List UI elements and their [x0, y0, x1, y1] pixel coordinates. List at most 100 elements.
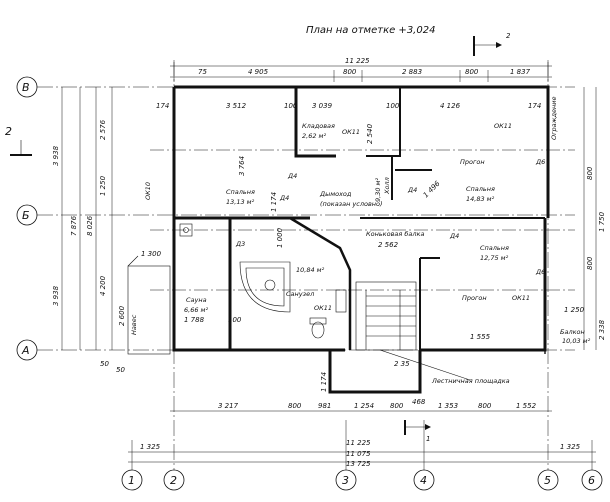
axis-col-1: 1	[128, 474, 135, 487]
column-axes: 1 2 3 4 5 6	[121, 60, 603, 491]
dim-in-15: 100	[284, 102, 298, 110]
door-d6-2: Д6	[535, 268, 545, 276]
dim-bot-8: 800	[478, 402, 492, 410]
dim-left-2600: 2 600	[118, 305, 126, 326]
room-storage-name: Кладовая	[302, 122, 335, 130]
room-balcony-name: Балкон	[560, 328, 585, 336]
dim-left-1788: 1 788	[184, 316, 205, 324]
axis-col-6: 6	[588, 474, 595, 487]
dim-in-1: 3 512	[226, 102, 247, 110]
room-bed1-area: 13,13 м²	[226, 198, 255, 206]
dim-in-14: 174	[528, 102, 541, 110]
dim-top-4: 800	[465, 68, 479, 76]
room-chimney-note: (показан условно)	[320, 200, 383, 208]
dim-in-11: 1 496	[422, 179, 442, 199]
axis-col-4: 4	[420, 474, 427, 487]
dim-right-4: 1 250	[564, 306, 585, 314]
dim-in-17: 100	[228, 316, 242, 324]
door-d6-1: Д6	[535, 158, 545, 166]
bath-fixtures	[179, 223, 347, 339]
section-label-bottom: 1	[426, 435, 430, 443]
room-hall-area: 9,30 м²	[374, 178, 382, 202]
dim-left-7876: 7 876	[70, 215, 78, 236]
room-bath-area: 10,84 м²	[296, 266, 325, 274]
axis-row-v: В	[22, 81, 30, 94]
dim-left-3938a: 3 938	[52, 145, 60, 166]
room-sauna-area: 6,66 м²	[184, 306, 208, 314]
fence-label: Ограждение	[550, 97, 558, 140]
dim-left-8026: 8 026	[86, 215, 94, 236]
dim-in-10: 2 35	[394, 360, 410, 368]
window-ok11-1: ОК11	[342, 128, 360, 136]
dimensions-left: 2 576 1 250 4 200 2 600 3 938 3 938 7 87…	[52, 87, 205, 374]
canopy: Навес	[127, 255, 171, 355]
dim-in-5: 2 540	[366, 123, 374, 144]
plan-title: План на отметке +3,024	[306, 25, 435, 36]
dim-in-4: 3 764	[238, 156, 246, 176]
dim-top-3: 2 883	[402, 68, 422, 76]
room-sauna-name: Сауна	[186, 296, 207, 304]
room-bed2-name: Спальня	[466, 185, 495, 193]
section-marker-left: 2	[5, 125, 32, 156]
dim-top-small: 75	[198, 68, 207, 76]
dimensions-bottom: 3 217 800 981 1 254 800 468 1 353 800 1 …	[128, 398, 596, 468]
dim-in-9: 2 562	[378, 241, 399, 249]
inner-dimensions: 3 512 3 039 4 126 3 764 2 540 1 174 1 17…	[156, 102, 541, 392]
stairs	[355, 281, 471, 381]
dim-in-16: 100	[386, 102, 400, 110]
canopy-label: Навес	[130, 314, 138, 335]
room-balcony-area: 10,03 м²	[562, 337, 591, 345]
dim-right-1: 800	[586, 166, 594, 180]
dim-in-2: 3 039	[312, 102, 333, 110]
axis-col-5: 5	[544, 474, 551, 487]
dim-bot-r4: 13 725	[346, 460, 371, 468]
room-bed2-area: 14,83 м²	[466, 195, 495, 203]
dim-in-7: 1 174	[320, 372, 328, 392]
room-storage-area: 2,62 м²	[302, 132, 326, 140]
dim-bot-r2-3: 1 325	[560, 443, 581, 451]
dim-top-5: 1 837	[510, 68, 531, 76]
dim-left-3938b: 3 938	[52, 285, 60, 306]
dim-top-overall: 11 225	[345, 57, 370, 65]
window-ok10: ОК10	[144, 182, 152, 200]
dim-left-50b: 50	[116, 366, 125, 374]
dim-right-5: 2 338	[598, 319, 606, 340]
room-hall-name: Холл	[383, 177, 391, 195]
room-labels: Кладовая 2,62 м² Спальня 13,13 м² Дымохо…	[184, 122, 591, 385]
dim-top-1: 4 905	[248, 68, 269, 76]
room-stairs-name: Лестничная площадка	[431, 377, 510, 385]
room-bed3-name: Спальня	[480, 244, 509, 252]
dim-bot-6: 468	[412, 398, 426, 406]
dim-bot-7: 1 353	[438, 402, 458, 410]
dim-bot-2: 800	[288, 402, 302, 410]
annotations: Ограждение Прогон Прогон Коньковая балка…	[144, 97, 558, 312]
axis-col-3: 3	[342, 474, 349, 487]
section-marker-bottom: 1	[404, 420, 431, 443]
purlin-label-1: Прогон	[460, 158, 485, 166]
door-d4-3: Д4	[407, 186, 417, 194]
room-chimney-name: Дымоход	[319, 190, 352, 198]
walls	[172, 85, 550, 394]
room-bed3-area: 12,75 м²	[480, 254, 509, 262]
door-d4-4: Д4	[449, 232, 459, 240]
dim-left-1250: 1 250	[99, 175, 107, 196]
dimensions-top: 11 225 4 905 800 2 883 800 1 837 75	[170, 57, 552, 82]
dim-bot-3: 981	[318, 402, 331, 410]
axis-col-2: 2	[170, 474, 177, 487]
section-marker-top: 2	[473, 32, 511, 56]
window-ok11-2: ОК11	[494, 122, 512, 130]
room-bed1-name: Спальня	[226, 188, 255, 196]
dim-bot-r2-2: 11 225	[346, 439, 371, 447]
door-d4-1: Д4	[287, 172, 297, 180]
room-bath-name: Санузел	[286, 290, 314, 298]
dim-in-8: 1 000	[276, 227, 284, 248]
axis-row-a: А	[21, 344, 30, 357]
dim-bot-1: 3 217	[218, 402, 239, 410]
dim-right-2: 1 750	[598, 211, 606, 232]
dim-bot-4: 1 254	[354, 402, 374, 410]
axis-row-b: Б	[22, 209, 30, 222]
dim-in-6: 1 174	[270, 192, 278, 212]
dim-right-3: 800	[586, 256, 594, 270]
window-ok11-3: ОК11	[314, 304, 332, 312]
